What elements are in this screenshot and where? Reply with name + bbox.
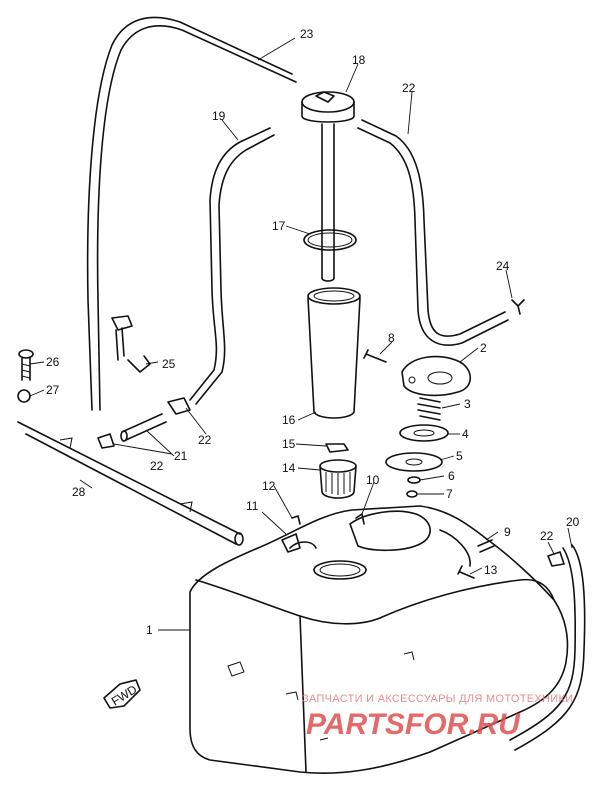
callout-9: 9 <box>504 525 511 539</box>
part-4-diaphragm <box>399 424 449 442</box>
callout-26: 25 <box>162 357 176 371</box>
part-29-grommet <box>17 389 31 403</box>
watermark: ЗАПЧАСТИ И АКСЕССУАРЫ ДЛЯ МОТОТЕХНИКИ PA… <box>302 693 573 741</box>
callout-8: 8 <box>388 331 395 345</box>
part-18-cap <box>301 91 355 123</box>
callout-22-right: 22 <box>540 529 554 543</box>
part-21-pipe <box>120 413 167 442</box>
part-25-vent-hose <box>86 16 297 411</box>
callout-12: 12 <box>262 479 276 493</box>
callout-18: 18 <box>352 53 366 67</box>
callout-3: 3 <box>464 397 471 411</box>
callout-25: 23 <box>300 27 314 41</box>
part-12-bolt <box>291 515 301 525</box>
part-7-nut <box>406 490 418 498</box>
callout-16: 16 <box>282 413 296 427</box>
part-6-washer <box>407 476 421 484</box>
callout-21: 21 <box>174 449 188 463</box>
callout-labels: 23 18 22 19 17 24 8 2 25 26 27 3 16 4 22… <box>46 27 580 637</box>
callout-20: 20 <box>566 515 580 529</box>
callout-2: 2 <box>480 341 487 355</box>
callout-27: 28 <box>72 485 86 499</box>
callout-23: 22 <box>402 81 416 95</box>
callout-24: 24 <box>496 259 510 273</box>
part-3-spring <box>417 397 441 421</box>
fwd-marking-text: FWD <box>109 682 140 709</box>
part-1-fuel-tank <box>189 505 569 774</box>
part-11-fitting <box>281 533 301 553</box>
part-2-cover <box>401 355 472 397</box>
callout-4: 4 <box>462 427 469 441</box>
callout-22-left: 22 <box>198 433 212 447</box>
watermark-tagline: ЗАПЧАСТИ И АКСЕССУАРЫ ДЛЯ МОТОТЕХНИКИ <box>302 693 573 705</box>
callout-10: 10 <box>366 473 380 487</box>
watermark-logo: PARTSFOR.RU <box>306 708 521 741</box>
part-26-bracket <box>111 315 151 373</box>
callout-5: 5 <box>456 449 463 463</box>
part-15-clip <box>325 443 349 453</box>
callout-28: 26 <box>46 355 60 369</box>
part-8-screw <box>363 349 387 363</box>
part-28-bolt <box>18 349 34 381</box>
part-tube <box>321 123 335 282</box>
callout-6: 6 <box>448 469 455 483</box>
callout-15: 15 <box>282 437 296 451</box>
callout-7: 7 <box>446 487 453 501</box>
callout-13: 13 <box>484 563 498 577</box>
part-22-clamp-right <box>547 551 565 567</box>
part-14-filter <box>319 459 357 499</box>
part-20-hose <box>509 544 586 751</box>
part-27-overflow-pipe <box>17 421 244 546</box>
part-9-bolt <box>477 539 495 553</box>
callout-11: 11 <box>246 499 259 513</box>
part-13-bolt <box>457 565 475 579</box>
callout-22-mid: 22 <box>150 459 164 473</box>
part-17-o-ring <box>303 229 357 251</box>
part-22-clamp-left <box>167 397 191 415</box>
callout-14: 14 <box>282 461 296 475</box>
part-23-hose <box>357 119 509 346</box>
part-22-clamp-mid <box>97 433 115 449</box>
part-24-clip <box>511 299 525 315</box>
callout-19: 19 <box>212 109 226 123</box>
leader-lines <box>29 37 573 631</box>
part-16-strainer <box>307 287 361 419</box>
callout-1: 1 <box>146 623 153 637</box>
part-5-gasket <box>385 452 443 472</box>
fwd-arrow-marking: FWD <box>103 679 141 709</box>
callout-17: 17 <box>272 219 286 233</box>
part-19-hose <box>189 127 275 405</box>
callout-29: 27 <box>46 383 60 397</box>
